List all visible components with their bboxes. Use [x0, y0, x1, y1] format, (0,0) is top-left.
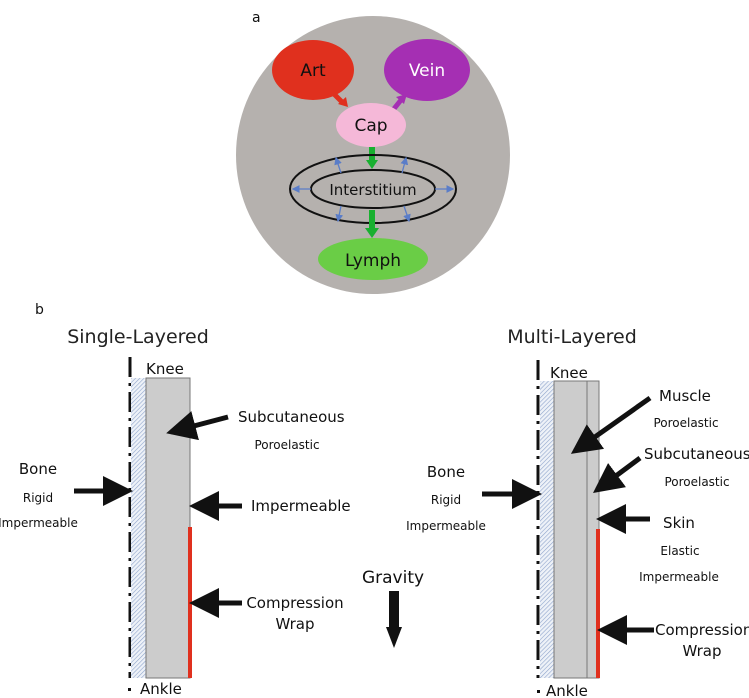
multi-bone-label: Bone	[427, 463, 465, 481]
single-surface-label: Impermeable	[251, 497, 351, 515]
multi-compression-wrap	[596, 529, 600, 678]
diffusion-arrow-top-right	[400, 156, 409, 174]
multi-layered-title: Multi-Layered	[507, 326, 637, 348]
multi-bone-prop-rigid: Rigid	[431, 493, 461, 507]
diffusion-arrows	[291, 156, 455, 223]
multi-subcutaneous-label: Subcutaneous	[644, 445, 749, 463]
diffusion-arrow-bottom-right	[403, 205, 411, 223]
single-subcutaneous-layer	[145, 377, 191, 679]
single-wrap-label-line1: Compression	[246, 594, 343, 612]
multi-muscle-pointer	[570, 395, 652, 454]
interstitium-to-lymph-arrow	[365, 210, 379, 238]
single-knee-label: Knee	[146, 360, 184, 378]
single-subcutaneous-pointer	[166, 411, 229, 441]
diffusion-arrow-bottom-left	[335, 205, 344, 223]
cap-label: Cap	[354, 116, 387, 136]
multi-ankle-label: Ankle	[546, 682, 588, 698]
multi-muscle-prop: Poroelastic	[653, 416, 718, 430]
multi-knee-label: Knee	[550, 364, 588, 382]
cap-node	[336, 103, 406, 147]
single-ankle-dot	[128, 688, 131, 691]
lymph-label: Lymph	[345, 251, 401, 271]
panel-a-label: a	[252, 10, 261, 26]
gravity-arrow-icon	[386, 591, 402, 648]
single-bone-prop-impermeable: Impermeable	[0, 516, 78, 530]
single-layered-title: Single-Layered	[67, 326, 209, 348]
single-ankle-label: Ankle	[140, 680, 182, 698]
multi-skin-prop-impermeable: Impermeable	[639, 570, 719, 584]
multi-wrap-label-line2: Wrap	[682, 642, 721, 660]
single-bone-prop-rigid: Rigid	[23, 491, 53, 505]
cap-to-vein-arrow	[391, 94, 407, 112]
diffusion-arrow-top-left	[334, 156, 342, 174]
multi-wrap-label-line1: Compression	[655, 621, 749, 639]
multi-bone-prop-impermeable: Impermeable	[406, 519, 486, 533]
gravity-label: Gravity	[362, 568, 424, 588]
multi-ankle-dot	[537, 690, 540, 693]
single-subcutaneous-label: Subcutaneous	[238, 408, 345, 426]
single-compression-wrap	[188, 527, 192, 678]
cap-to-interstitium-arrow	[366, 147, 378, 169]
art-to-cap-arrow	[332, 92, 348, 107]
single-bone-label: Bone	[19, 460, 57, 478]
multi-skin-prop-elastic: Elastic	[660, 544, 699, 558]
multi-skin-label: Skin	[663, 514, 695, 532]
multi-bone-layer	[540, 381, 554, 678]
panel-b-label: b	[35, 302, 44, 318]
multi-subcutaneous-prop: Poroelastic	[664, 475, 729, 489]
vein-node	[384, 39, 470, 101]
interstitium-label: Interstitium	[329, 181, 416, 199]
art-label: Art	[300, 61, 326, 81]
single-wrap-label-line2: Wrap	[275, 615, 314, 633]
multi-muscle-label: Muscle	[659, 387, 711, 405]
art-node	[272, 40, 354, 100]
single-bone-layer	[131, 378, 146, 678]
multi-muscle-layer	[553, 380, 588, 679]
single-subcutaneous-prop: Poroelastic	[254, 438, 319, 452]
lymph-node	[318, 238, 428, 280]
vein-label: Vein	[409, 61, 445, 81]
multi-subcutaneous-pointer	[592, 455, 642, 493]
